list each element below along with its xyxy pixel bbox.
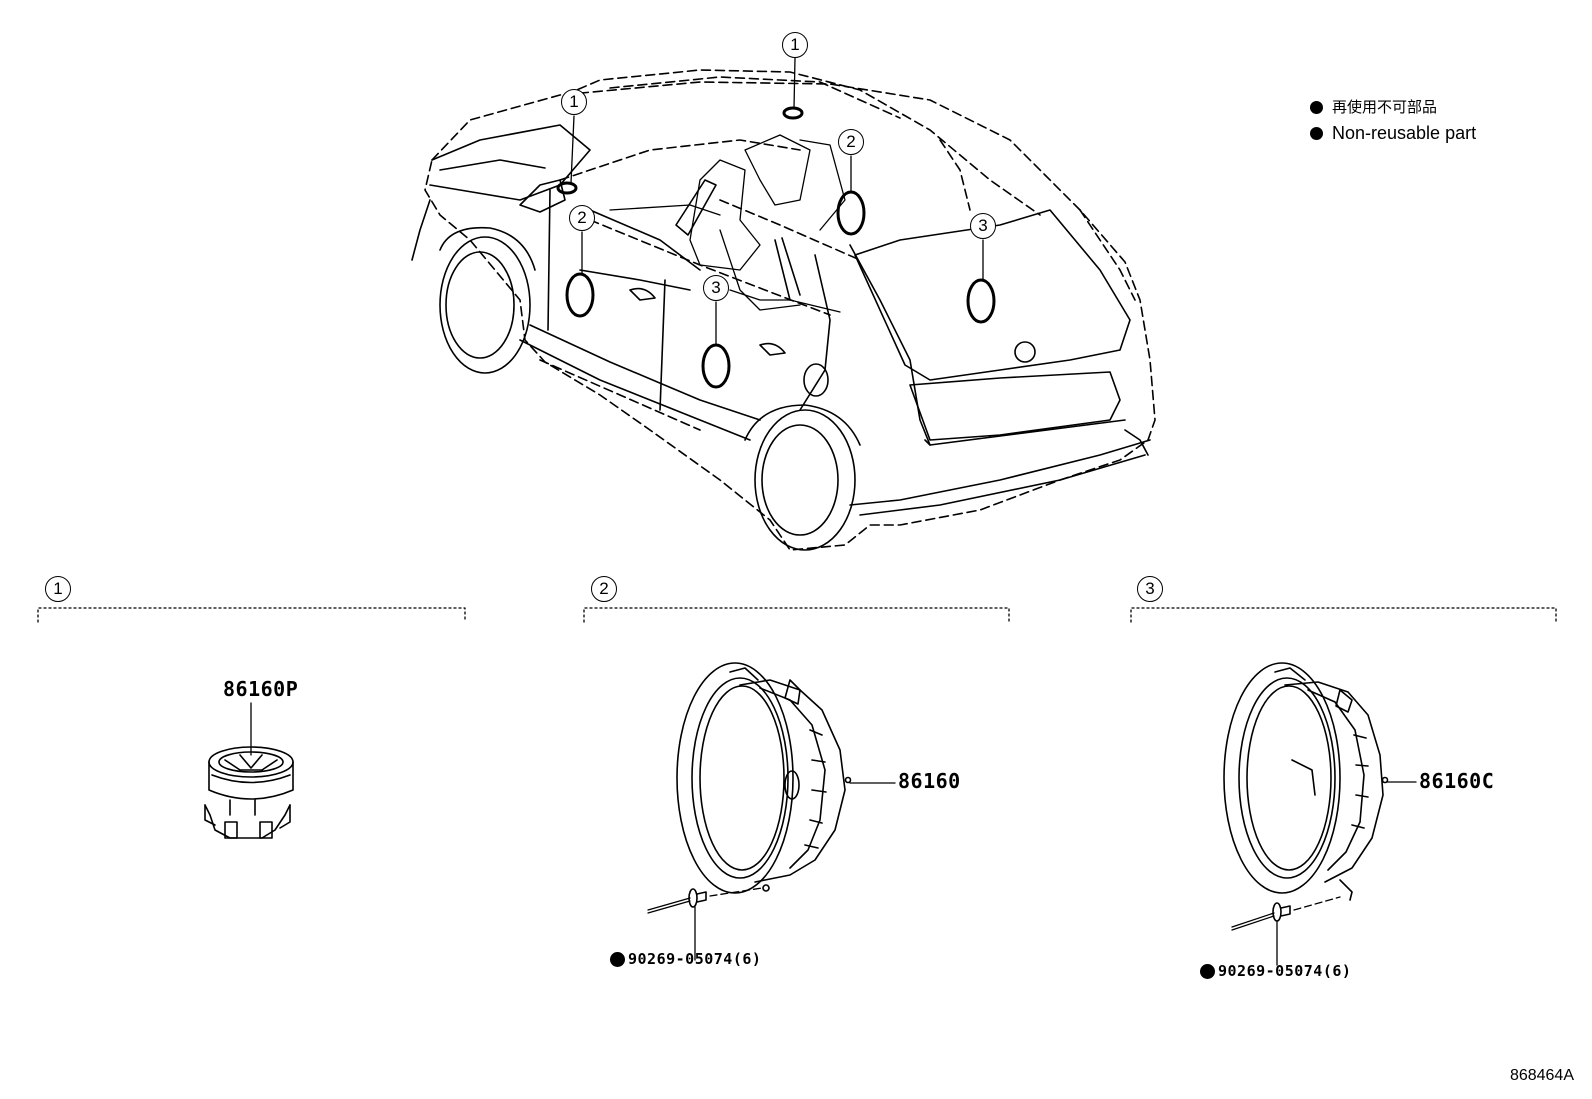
bracket-group-3: [1130, 607, 1557, 623]
speaker-86160-drawing: [647, 662, 896, 961]
callout-3-rear: 3: [970, 213, 996, 239]
part-number-86160P: 86160P: [223, 677, 299, 701]
legend-japanese-text: 再使用不可部品: [1332, 98, 1438, 116]
callout-2-rear: 2: [838, 129, 864, 155]
legend-row-japanese: 再使用不可部品: [1310, 94, 1476, 120]
rear-wheel: [754, 409, 856, 551]
legend-english-text: Non-reusable part: [1332, 123, 1477, 143]
callout-2-front: 2: [569, 205, 595, 231]
rear-door-speaker-left: [701, 343, 731, 389]
rear-bumper: [849, 439, 1151, 506]
non-reusable-dot-icon: [610, 951, 625, 967]
interior-seats: [609, 134, 846, 313]
part-number-86160C: 86160C: [1419, 769, 1495, 793]
front-wheel: [439, 236, 531, 374]
rivet-part-number-group-3: 90269-05074(6): [1200, 962, 1351, 980]
non-reusable-dot-icon: [1310, 126, 1323, 140]
group-1-number: 1: [45, 576, 71, 602]
callout-3-front: 3: [703, 275, 729, 301]
vehicle-outline: [411, 69, 1156, 551]
front-door-speaker-left: [565, 272, 595, 318]
rear-door-speaker-right: [966, 278, 996, 324]
tweeter-location-front: [556, 181, 578, 195]
rivet-part-number-text: 90269-05074(6): [1218, 962, 1352, 980]
drawing-code: 868464A: [1509, 1067, 1574, 1084]
callout-1-rear: 1: [782, 32, 808, 58]
non-reusable-dot-icon: [1200, 963, 1215, 979]
group-brackets: [37, 607, 1557, 623]
group-3-number: 3: [1137, 576, 1163, 602]
rivet-part-number-group-2: 90269-05074(6): [610, 950, 761, 968]
body-silhouette: [424, 81, 1156, 551]
bracket-group-2: [583, 607, 1010, 623]
speaker-86160C-drawing: [1223, 662, 1417, 966]
legend: 再使用不可部品 Non-reusable part: [1310, 94, 1476, 146]
legend-row-english: Non-reusable part: [1310, 120, 1476, 146]
tweeter-location-right: [782, 106, 804, 120]
part-number-86160: 86160: [898, 769, 961, 793]
non-reusable-dot-icon: [1310, 100, 1323, 114]
tweeter-86160P-drawing: [204, 702, 294, 839]
callout-1-front: 1: [561, 89, 587, 115]
bracket-group-1: [37, 607, 466, 623]
roof: [564, 69, 1041, 216]
group-2-number: 2: [591, 576, 617, 602]
car-leader-lines: [570, 57, 984, 346]
rivet-part-number-text: 90269-05074(6): [628, 950, 762, 968]
front-door-speaker-right: [836, 190, 866, 236]
